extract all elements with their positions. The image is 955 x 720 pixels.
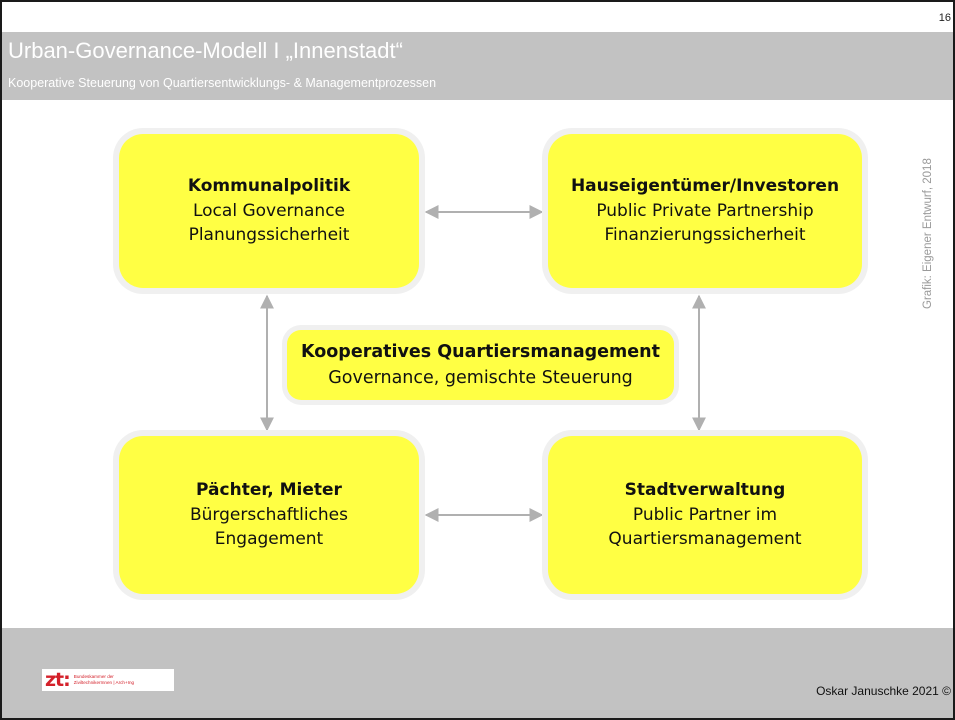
header-bar: Urban-Governance-Modell I „Innenstadt“ K… bbox=[2, 32, 953, 100]
slide-subtitle: Kooperative Steuerung von Quartiersentwi… bbox=[8, 76, 437, 90]
node-line: Bürgerschaftliches bbox=[190, 504, 348, 525]
node-title: Kommunalpolitik bbox=[187, 176, 351, 197]
node-line: Planungssicherheit bbox=[188, 225, 350, 246]
node-quartiersmanagement: Kooperatives Quartiersmanagement Governa… bbox=[287, 330, 674, 400]
node-title: Kooperatives Quartiersmanagement bbox=[301, 341, 660, 362]
author-credit: Oskar Januschke 2021 © bbox=[816, 684, 951, 698]
slide-title: Urban-Governance-Modell I „Innenstadt“ bbox=[8, 38, 403, 63]
node-paechter-mieter: Pächter, Mieter Bürgerschaftliches Engag… bbox=[119, 436, 419, 594]
node-line: Public Partner im bbox=[632, 504, 778, 525]
footer-bar: zt: Bundeskammer der ZiviltechnikerInnen… bbox=[2, 628, 953, 718]
node-line: Governance, gemischte Steuerung bbox=[328, 368, 633, 388]
node-title: Stadtverwaltung bbox=[624, 480, 786, 501]
logo-line: Bundeskammer der bbox=[73, 674, 114, 680]
node-line: Quartiersmanagement bbox=[608, 529, 802, 550]
zt-logo: zt: Bundeskammer der ZiviltechnikerInnen… bbox=[42, 669, 174, 691]
node-hauseigentuemer: Hauseigentümer/Investoren Public Private… bbox=[548, 134, 862, 288]
node-kommunalpolitik: Kommunalpolitik Local Governance Planung… bbox=[119, 134, 419, 288]
node-line: Finanzierungssicherheit bbox=[604, 225, 806, 246]
logo-mark: zt: bbox=[45, 669, 71, 691]
node-line: Local Governance bbox=[192, 200, 346, 221]
logo-line: ZiviltechnikerInnen | Arch+Ing bbox=[73, 680, 135, 685]
node-stadtverwaltung: Stadtverwaltung Public Partner im Quarti… bbox=[548, 436, 862, 594]
page-number: 16 bbox=[938, 12, 951, 24]
node-title: Hauseigentümer/Investoren bbox=[570, 176, 840, 197]
node-line: Public Private Partnership bbox=[596, 200, 814, 221]
node-title: Pächter, Mieter bbox=[196, 480, 342, 501]
node-line: Engagement bbox=[214, 529, 324, 550]
logo-text: Bundeskammer der ZiviltechnikerInnen | A… bbox=[74, 674, 134, 685]
